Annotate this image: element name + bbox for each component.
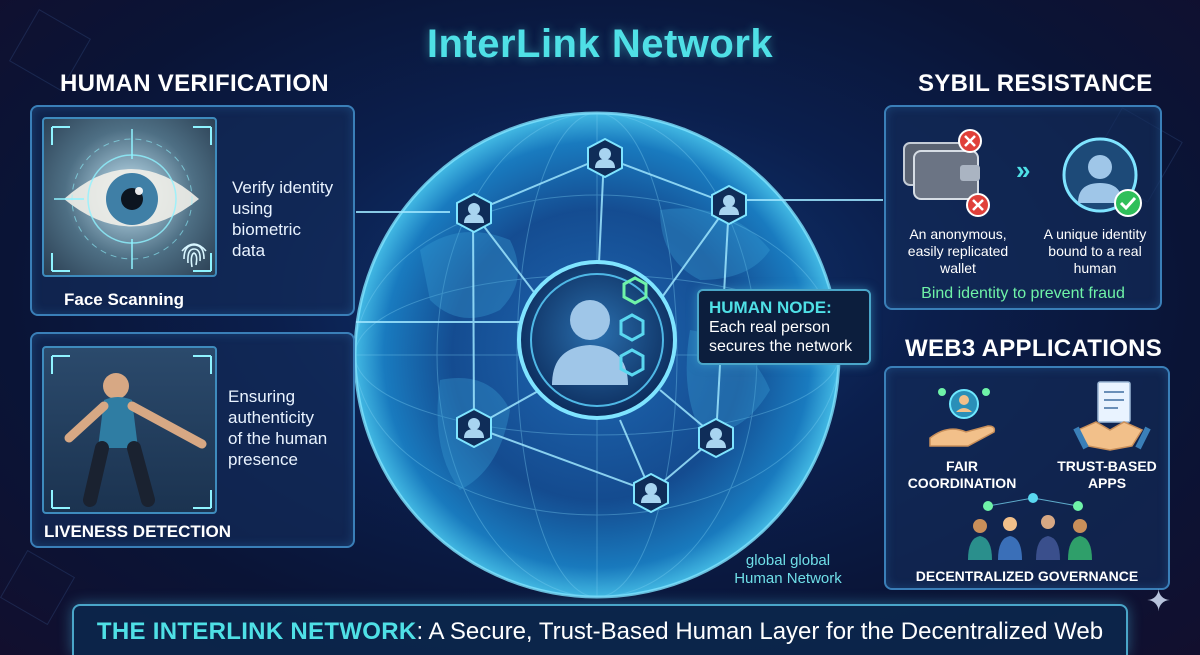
sybil-line: wallet — [940, 260, 976, 276]
face-scan-image — [42, 117, 217, 277]
liveness-caption: LIVENESS DETECTION — [44, 522, 232, 541]
wallet-icon — [903, 129, 990, 217]
web3-line: COORDINATION — [907, 475, 1017, 491]
trust-based-apps-label: TRUST-BASED APPS — [1042, 458, 1172, 492]
sybil-line: A unique identity — [1043, 226, 1147, 242]
person-node-icon — [633, 473, 669, 513]
description-line: biometric — [232, 220, 301, 239]
human-node-core — [517, 260, 677, 420]
sybil-footer: Bind identity to prevent fraud — [921, 285, 1125, 302]
globe-label-line: global global — [745, 552, 831, 569]
human-node-chain-icon — [619, 276, 648, 377]
human-node-person-icon — [552, 300, 628, 385]
face-scanning-description: Verify identity using biometric data — [232, 177, 333, 261]
human-node-title: HUMAN NODE: — [709, 298, 832, 317]
web3-line: TRUST-BASED — [1057, 458, 1157, 474]
person-node-icon — [698, 418, 734, 458]
liveness-image — [42, 346, 217, 514]
description-line: Verify identity — [232, 178, 334, 197]
human-node-body-line: Each real person — [709, 319, 830, 336]
fingerprint-icon — [181, 243, 207, 268]
tagline-strong: THE INTERLINK NETWORK — [96, 618, 417, 645]
anonymous-wallet-text: An anonymous, easily replicated wallet — [894, 226, 1022, 277]
description-line: presence — [228, 450, 298, 469]
face-scanning-panel: Verify identity using biometric data Fac… — [30, 105, 355, 316]
description-line: Ensuring — [228, 387, 296, 406]
description-line: of the human — [228, 429, 328, 448]
verified-person-icon — [1062, 137, 1142, 217]
chevron-right-icon: » — [1016, 155, 1031, 185]
sybil-line: An anonymous, — [909, 226, 1007, 242]
liveness-detection-panel: Ensuring authenticity of the human prese… — [30, 332, 355, 548]
web3-applications-heading: WEB3 APPLICATIONS — [905, 335, 1163, 362]
person-pose-icon — [51, 355, 212, 509]
sparkle-icon: ✦ — [1146, 585, 1172, 618]
handshake-contract-icon — [1073, 381, 1151, 451]
sybil-resistance-heading: SYBIL RESISTANCE — [918, 70, 1153, 97]
person-node-icon — [456, 408, 492, 448]
governance-people-icon — [968, 493, 1092, 560]
description-line: using — [232, 199, 273, 218]
person-node-icon — [587, 138, 623, 178]
decentralized-governance-label: DECENTRALIZED GOVERNANCE — [915, 568, 1139, 584]
web3-line: APPS — [1087, 475, 1127, 491]
fair-coordination-label: FAIR COORDINATION — [896, 458, 1028, 492]
unique-identity-text: A unique identity bound to a real human — [1032, 226, 1158, 277]
hand-coordination-icon — [929, 388, 996, 447]
human-verification-heading: HUMAN VERIFICATION — [60, 70, 329, 97]
person-node-icon — [711, 185, 747, 225]
globe-label-line: Human Network — [734, 570, 842, 587]
web3-applications-panel: FAIR COORDINATION TRUST-BASED APPS DECEN… — [884, 366, 1170, 590]
sybil-line: easily replicated — [907, 243, 1009, 259]
human-node-callout: HUMAN NODE: Each real person secures the… — [697, 289, 871, 365]
web3-line: FAIR — [946, 458, 978, 474]
sybil-line: bound to a real — [1048, 243, 1142, 259]
description-line: authenticity — [228, 408, 314, 427]
sybil-resistance-panel: » An anonymous, easily replicated wallet… — [884, 105, 1162, 310]
face-scanning-caption: Face Scanning — [64, 290, 184, 309]
human-node-body-line: secures the network — [709, 338, 853, 355]
sybil-line: human — [1073, 260, 1117, 276]
liveness-description: Ensuring authenticity of the human prese… — [228, 386, 327, 470]
bottom-tagline: THE INTERLINK NETWORK: A Secure, Trust-B… — [72, 604, 1128, 655]
person-node-icon — [456, 193, 492, 233]
page-title: InterLink Network — [426, 22, 774, 66]
eye-scan-icon — [51, 126, 212, 272]
description-line: data — [232, 241, 266, 260]
globe-label: global global Human Network — [718, 552, 858, 588]
tagline-rest: : A Secure, Trust-Based Human Layer for … — [416, 618, 1104, 645]
